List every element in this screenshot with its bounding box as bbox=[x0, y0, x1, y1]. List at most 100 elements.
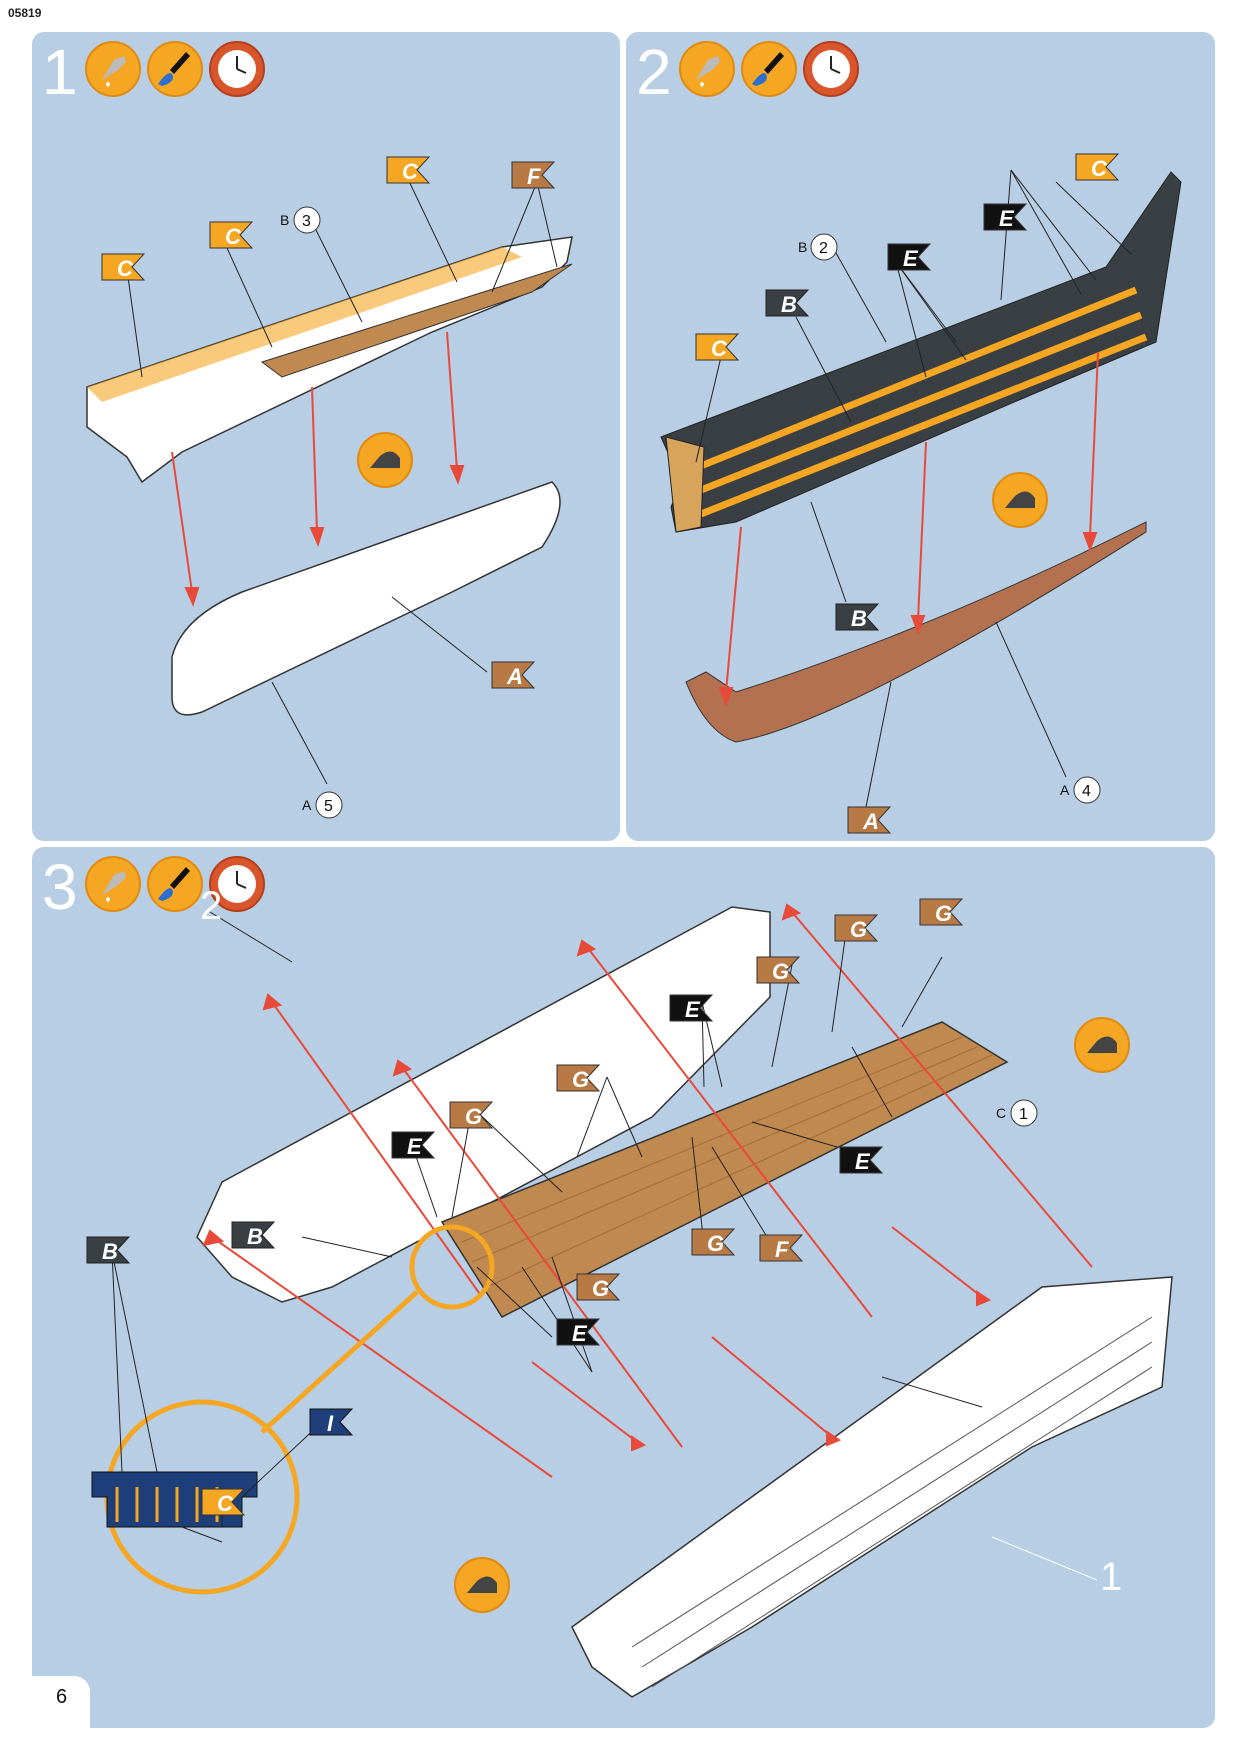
step-1-icons bbox=[84, 40, 266, 98]
tape-icon bbox=[992, 472, 1048, 528]
flag: E bbox=[839, 1146, 884, 1174]
flag: C bbox=[209, 221, 254, 249]
flag: G bbox=[556, 1064, 601, 1092]
flag: C bbox=[1075, 153, 1120, 181]
svg-text:A: A bbox=[1060, 782, 1070, 798]
svg-text:G: G bbox=[772, 959, 789, 984]
clock-icon bbox=[803, 41, 859, 97]
flag: E bbox=[391, 1131, 436, 1159]
step-2-diagram: C E E B C B A B 2 bbox=[660, 153, 1182, 834]
glue-icon bbox=[85, 856, 141, 912]
svg-text:C: C bbox=[217, 1491, 234, 1516]
step-2-icons bbox=[678, 40, 860, 98]
svg-text:B: B bbox=[102, 1239, 118, 1264]
flag: F bbox=[511, 161, 556, 189]
clock-icon bbox=[209, 41, 265, 97]
part-reference: C 1 bbox=[996, 1099, 1038, 1127]
svg-text:G: G bbox=[592, 1276, 609, 1301]
part-reference: A 5 bbox=[302, 791, 343, 819]
step-1-diagram: C C C F A B 3 A 5 bbox=[86, 156, 573, 819]
flag: G bbox=[576, 1273, 621, 1301]
paint-brush-icon bbox=[147, 41, 203, 97]
svg-text:E: E bbox=[407, 1134, 423, 1159]
flag: G bbox=[756, 956, 801, 984]
flag: B bbox=[835, 603, 880, 631]
svg-text:B: B bbox=[781, 292, 797, 317]
svg-text:5: 5 bbox=[324, 798, 333, 815]
flag: E bbox=[983, 203, 1028, 231]
svg-text:1: 1 bbox=[1019, 1106, 1028, 1123]
part-reference: B 3 bbox=[280, 206, 321, 234]
flag: E bbox=[887, 243, 932, 271]
step-number: 3 bbox=[42, 851, 78, 923]
svg-text:G: G bbox=[850, 917, 867, 942]
flag: B bbox=[86, 1236, 131, 1264]
glue-icon bbox=[679, 41, 735, 97]
svg-text:E: E bbox=[685, 997, 701, 1022]
step-number: 1 bbox=[42, 36, 78, 108]
svg-text:A: A bbox=[862, 809, 879, 834]
svg-text:2: 2 bbox=[819, 240, 828, 257]
svg-text:B: B bbox=[851, 606, 867, 631]
svg-text:B: B bbox=[798, 239, 807, 255]
flag: A bbox=[491, 661, 536, 689]
flag: G bbox=[449, 1101, 494, 1129]
svg-text:C: C bbox=[225, 224, 242, 249]
svg-text:C: C bbox=[996, 1105, 1006, 1121]
clock-icon bbox=[209, 856, 265, 912]
svg-text:A: A bbox=[506, 664, 523, 689]
flag: G bbox=[691, 1228, 736, 1256]
part-label: 1 bbox=[1100, 1555, 1122, 1599]
svg-text:4: 4 bbox=[1082, 783, 1091, 800]
step-2-panel: 2 bbox=[626, 32, 1215, 841]
svg-text:B: B bbox=[280, 212, 289, 228]
svg-text:E: E bbox=[903, 246, 919, 271]
page-number-tab bbox=[32, 1676, 90, 1728]
flag: G bbox=[834, 914, 879, 942]
svg-text:G: G bbox=[935, 901, 952, 926]
part-label: 2 bbox=[200, 884, 222, 928]
part-reference: B 2 bbox=[798, 233, 838, 261]
svg-text:C: C bbox=[711, 336, 728, 361]
step-3-panel: 3 bbox=[32, 847, 1215, 1728]
step-3-icons bbox=[84, 855, 266, 913]
svg-text:C: C bbox=[402, 159, 419, 184]
svg-text:C: C bbox=[117, 256, 134, 281]
step-1-panel: 1 bbox=[32, 32, 620, 841]
flag: C bbox=[201, 1488, 246, 1516]
svg-text:I: I bbox=[327, 1411, 334, 1436]
flag: B bbox=[765, 289, 810, 317]
step-number: 2 bbox=[636, 36, 672, 108]
svg-text:B: B bbox=[247, 1224, 263, 1249]
flag: C bbox=[101, 253, 146, 281]
flag: B bbox=[231, 1221, 276, 1249]
flag: F bbox=[759, 1234, 804, 1262]
svg-text:C: C bbox=[1091, 156, 1108, 181]
svg-text:A: A bbox=[302, 797, 312, 813]
flag: C bbox=[695, 333, 740, 361]
document-code: 05819 bbox=[8, 6, 42, 20]
svg-text:E: E bbox=[572, 1321, 588, 1346]
paint-brush-icon bbox=[741, 41, 797, 97]
flag: E bbox=[669, 994, 714, 1022]
flag: G bbox=[919, 898, 964, 926]
svg-text:F: F bbox=[527, 164, 541, 189]
flag: A bbox=[847, 806, 892, 834]
svg-text:G: G bbox=[465, 1104, 482, 1129]
tape-icon bbox=[1074, 1017, 1130, 1073]
zoom-circle bbox=[409, 1224, 495, 1310]
paint-brush-icon bbox=[147, 856, 203, 912]
svg-text:E: E bbox=[855, 1149, 871, 1174]
tape-icon bbox=[454, 1557, 510, 1613]
svg-text:F: F bbox=[775, 1237, 789, 1262]
flag: I bbox=[309, 1408, 354, 1436]
part-reference: A 4 bbox=[1060, 776, 1101, 804]
svg-text:3: 3 bbox=[302, 213, 311, 230]
svg-text:G: G bbox=[707, 1231, 724, 1256]
svg-text:E: E bbox=[999, 206, 1015, 231]
flag: E bbox=[556, 1318, 601, 1346]
svg-text:G: G bbox=[572, 1067, 589, 1092]
glue-icon bbox=[85, 41, 141, 97]
page-number: 6 bbox=[56, 1686, 68, 1708]
step-3-diagram: G G G E G G E E bbox=[86, 884, 1173, 1698]
